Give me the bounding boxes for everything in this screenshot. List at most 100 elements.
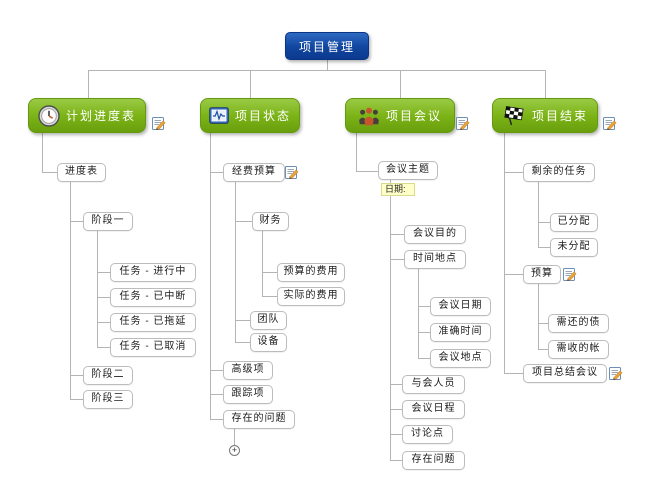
connector (356, 133, 357, 171)
branch-node-project-end[interactable]: 项目结束 (492, 98, 598, 133)
connector (235, 221, 252, 222)
connector (210, 419, 223, 420)
branch-node-plan-schedule[interactable]: 计划进度表 (28, 98, 146, 133)
connector (418, 332, 430, 333)
notes-edit-icon[interactable] (603, 116, 617, 130)
notes-edit-icon[interactable] (609, 366, 623, 380)
node-schedule[interactable]: 进度表 (57, 163, 106, 182)
branch-label: 计划进度表 (65, 109, 136, 123)
connector (70, 182, 71, 399)
branch-node-project-meeting[interactable]: 项目会议 (345, 98, 455, 133)
connector (538, 222, 550, 223)
connector (538, 247, 550, 248)
node-task-delayed[interactable]: 任务 - 已拖延 (110, 313, 196, 332)
connector (390, 259, 404, 260)
connector (235, 320, 250, 321)
people-icon (359, 107, 379, 125)
notes-edit-icon[interactable] (285, 165, 299, 179)
connector (70, 399, 83, 400)
node-meeting-purpose[interactable]: 会议目的 (404, 225, 466, 244)
node-task-in-progress[interactable]: 任务 - 进行中 (110, 263, 196, 282)
node-budgeted-cost[interactable]: 预算的费用 (277, 263, 345, 282)
connector (390, 384, 402, 385)
monitor-chart-icon (209, 107, 229, 124)
node-discussion-points[interactable]: 讨论点 (402, 425, 453, 444)
connector (97, 297, 110, 298)
connector (504, 133, 505, 373)
node-phase-1[interactable]: 阶段一 (83, 212, 133, 231)
node-advanced-items[interactable]: 高级项 (223, 361, 273, 380)
node-expense-budget[interactable]: 经费预算 (223, 163, 285, 182)
node-tracking-items[interactable]: 跟踪项 (223, 385, 273, 404)
connector (210, 172, 223, 173)
node-equipment[interactable]: 设备 (250, 333, 287, 352)
connector (262, 272, 277, 273)
notes-edit-icon[interactable] (456, 116, 470, 130)
connector (210, 394, 223, 395)
connector (390, 180, 391, 460)
connector (70, 375, 83, 376)
checkered-flag-icon (504, 105, 524, 125)
node-time-place[interactable]: 时间地点 (404, 250, 466, 269)
node-meeting-agenda[interactable]: 会议日程 (402, 400, 465, 419)
connector (545, 70, 546, 98)
node-attendees[interactable]: 与会人员 (402, 375, 465, 394)
connector (262, 296, 277, 297)
node-finance[interactable]: 财务 (252, 212, 289, 231)
connector (235, 342, 250, 343)
notes-edit-icon[interactable] (152, 116, 166, 130)
node-task-cancelled[interactable]: 任务 - 已取消 (110, 338, 196, 357)
meeting-date-note: 日期: (381, 183, 415, 196)
connector (210, 133, 211, 419)
node-exact-time[interactable]: 准确时间 (430, 323, 491, 342)
connector (42, 133, 43, 172)
node-meeting-topic[interactable]: 会议主题 (378, 161, 438, 180)
node-accounts-receivable[interactable]: 需收的帐 (548, 340, 609, 359)
node-task-interrupted[interactable]: 任务 - 已中断 (110, 288, 196, 307)
node-debts-to-repay[interactable]: 需还的债 (548, 314, 609, 333)
node-existing-issues[interactable]: 存在的问题 (223, 410, 295, 429)
connector (97, 347, 110, 348)
branch-label: 项目结束 (531, 109, 588, 123)
connector (70, 221, 83, 222)
connector (235, 182, 236, 342)
connector (538, 181, 539, 247)
connector (97, 272, 110, 273)
connector (88, 70, 89, 98)
expand-collapsed-node-icon[interactable]: + (229, 445, 240, 456)
connector (504, 172, 523, 173)
branch-label: 项目状态 (234, 109, 291, 123)
connector (538, 349, 548, 350)
connector (234, 429, 235, 445)
node-remaining-tasks[interactable]: 剩余的任务 (523, 163, 595, 182)
connector (390, 409, 402, 410)
connector (97, 231, 98, 347)
connector (390, 460, 402, 461)
node-unassigned[interactable]: 未分配 (550, 238, 598, 257)
notes-edit-icon[interactable] (563, 267, 577, 281)
node-existing-problems[interactable]: 存在问题 (402, 451, 465, 470)
node-meeting-location[interactable]: 会议地点 (430, 349, 491, 368)
connector (418, 358, 430, 359)
clock-icon (38, 104, 60, 127)
branch-node-project-status[interactable]: 项目状态 (200, 98, 300, 133)
node-phase-2[interactable]: 阶段二 (83, 366, 133, 385)
node-budget[interactable]: 预算 (523, 265, 561, 284)
branch-label: 项目会议 (385, 109, 442, 123)
connector (390, 434, 402, 435)
connector (97, 322, 110, 323)
node-assigned[interactable]: 已分配 (550, 213, 598, 232)
node-project-summary-meeting[interactable]: 项目总结会议 (523, 364, 607, 383)
node-meeting-date[interactable]: 会议日期 (430, 297, 491, 316)
node-phase-3[interactable]: 阶段三 (83, 390, 133, 409)
connector (42, 172, 57, 173)
connector (210, 370, 223, 371)
node-actual-cost[interactable]: 实际的费用 (277, 287, 345, 306)
connector (400, 70, 401, 98)
connector (250, 70, 251, 98)
root-node-project-management[interactable]: 项目管理 (285, 32, 369, 60)
connector (538, 284, 539, 349)
root-label: 项目管理 (298, 39, 355, 54)
node-team[interactable]: 团队 (250, 311, 287, 330)
